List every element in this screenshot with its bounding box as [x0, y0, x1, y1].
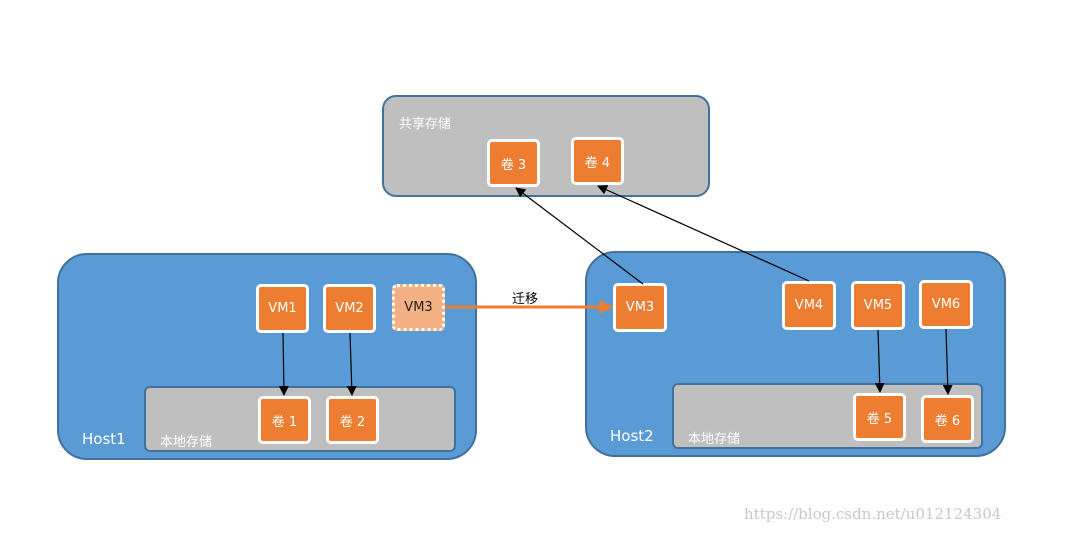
vm1-node: VM1 — [256, 284, 309, 333]
shared-storage-panel — [382, 95, 710, 197]
host2-label: Host2 — [610, 427, 654, 445]
host2-local-storage-label: 本地存储 — [688, 432, 741, 447]
volume-2-node: 卷 2 — [326, 396, 379, 444]
vm6-to-volume6-arrow — [942, 328, 953, 395]
vm3-source-node: VM3 — [392, 284, 445, 331]
volume-3-node: 卷 3 — [487, 139, 540, 187]
volume-4-node: 卷 4 — [571, 137, 624, 185]
vm4-node: VM4 — [782, 281, 836, 330]
vm3-to-volume3-arrow — [515, 187, 644, 285]
vm5-node: VM5 — [851, 281, 905, 330]
watermark-text: https://blog.csdn.net/u012124304 — [744, 505, 1002, 523]
vm1-to-volume1-arrow — [278, 332, 289, 396]
vm6-node: VM6 — [919, 280, 973, 329]
vm3-target-node: VM3 — [613, 283, 667, 332]
volume-1-node: 卷 1 — [258, 396, 311, 444]
host1-label: Host1 — [82, 430, 126, 448]
migration-label: 迁移 — [512, 292, 539, 307]
volume-6-node: 卷 6 — [921, 395, 974, 443]
vm4-to-volume4-arrow — [597, 185, 810, 282]
vm2-node: VM2 — [323, 284, 376, 333]
volume-5-node: 卷 5 — [853, 393, 906, 441]
vm5-to-volume5-arrow — [874, 329, 885, 393]
host1-local-storage-label: 本地存储 — [160, 435, 213, 450]
shared-storage-label: 共享存储 — [399, 117, 452, 132]
vm2-to-volume2-arrow — [346, 332, 357, 396]
